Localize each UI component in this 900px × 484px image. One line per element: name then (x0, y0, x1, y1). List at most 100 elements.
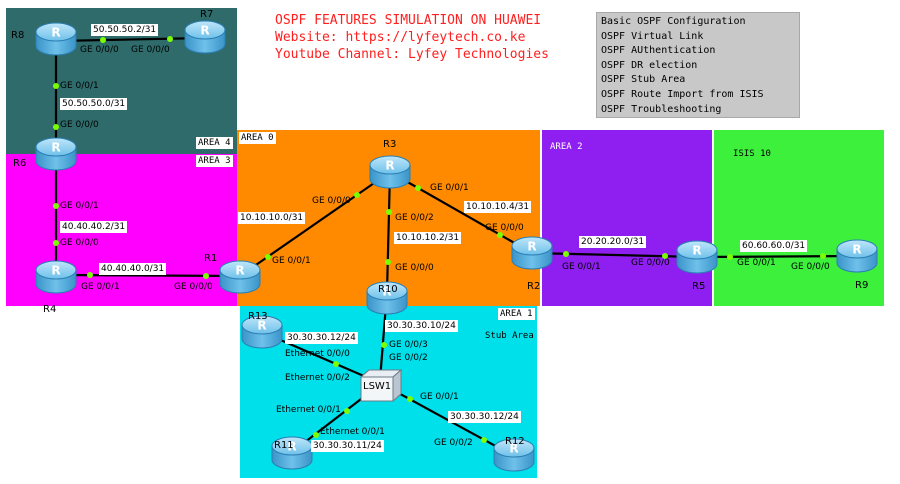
port-sw-r13: Ethernet 0/0/2 (285, 373, 350, 383)
ip-r4-r1: 40.40.40.0/31 (99, 263, 167, 275)
port-dot (53, 83, 59, 89)
link-r3-r2 (389, 171, 533, 254)
port-r3-r1: GE 0/0/0 (312, 196, 351, 206)
port-dots (53, 36, 826, 443)
name-r11: R11 (274, 440, 294, 451)
router-r9[interactable] (834, 236, 880, 280)
feature-item: Basic OSPF Configuration (601, 16, 746, 27)
port-dot (333, 361, 339, 367)
port-r1-r4: GE 0/0/0 (174, 282, 213, 292)
port-r4-r1: GE 0/0/1 (81, 282, 120, 292)
router-r2[interactable] (509, 233, 555, 277)
feature-item: OSPF AUthentication (601, 45, 716, 57)
port-r6-up: GE 0/0/0 (60, 120, 99, 130)
port-r10-sw: GE 0/0/3 (389, 340, 428, 350)
feature-item: OSPF Troubleshooting (601, 103, 722, 115)
area0-label: AREA 0 (239, 132, 276, 144)
port-dot (481, 437, 487, 443)
port-r5-r2: GE 0/0/0 (631, 258, 670, 268)
port-dot (313, 432, 319, 438)
port-dot (87, 272, 93, 278)
port-dot (381, 342, 387, 348)
title-youtube: Youtube Channel: Lyfey Technologies (275, 47, 549, 62)
link-r1-r3 (239, 171, 391, 277)
port-dot (53, 203, 59, 209)
name-r4: R4 (43, 304, 57, 315)
port-r3-r10: GE 0/0/2 (395, 213, 434, 223)
port-r9-r5: GE 0/0/0 (791, 262, 830, 272)
port-dot (203, 273, 209, 279)
ip-r7: 50.50.50.2/31 (91, 24, 159, 36)
port-dot (354, 192, 360, 198)
title-main: OSPF FEATURES SIMULATION ON HUAWEI (275, 13, 542, 28)
port-r8-r7: GE 0/0/0 (80, 45, 119, 55)
link-r12-lsw1 (379, 382, 513, 456)
area3-label: AREA 3 (196, 155, 233, 167)
router-icon (511, 236, 553, 270)
port-dot (385, 259, 391, 265)
port-dot (53, 124, 59, 130)
port-r3-r2: GE 0/0/1 (430, 183, 469, 193)
router-icon (35, 260, 77, 294)
router-icon (271, 436, 313, 470)
port-dot (386, 209, 392, 215)
ip-r11: 30.30.30.11/24 (311, 440, 384, 452)
area2-zone (542, 130, 712, 306)
port-dot (167, 36, 173, 42)
router-r4[interactable] (33, 257, 79, 301)
port-dot (53, 240, 59, 246)
feature-item: OSPF Virtual Link (601, 30, 704, 42)
port-r10-r3: GE 0/0/0 (395, 263, 434, 273)
link-r8-r7 (55, 36, 206, 43)
name-r9: R9 (855, 280, 869, 291)
port-dot (100, 37, 106, 43)
router-r1[interactable] (217, 257, 263, 301)
ip-r2-r5: 20.20.20.0/31 (579, 236, 647, 248)
port-r2-r5: GE 0/0/1 (562, 262, 601, 272)
port-sw-r10: GE 0/0/2 (389, 353, 428, 363)
router-icon (676, 240, 718, 274)
router-icon (35, 22, 77, 56)
name-r12: R12 (505, 436, 525, 447)
router-r3[interactable] (367, 152, 413, 196)
area4-label: AREA 4 (196, 137, 233, 149)
port-r8-down: GE 0/0/1 (60, 81, 99, 91)
port-r13-sw: Ethernet 0/0/0 (285, 349, 350, 359)
port-r5-r9: GE 0/0/1 (737, 258, 776, 268)
link-r4-r1 (55, 273, 241, 278)
ip-r1-r3: 10.10.10.0/31 (238, 212, 306, 224)
router-icon (219, 260, 261, 294)
isis-label: ISIS 10 (733, 149, 771, 159)
switch-name: LSW1 (363, 381, 392, 392)
name-r8: R8 (11, 30, 25, 41)
port-dot (415, 185, 421, 191)
router-r8[interactable] (33, 19, 79, 63)
link-r5-r9 (696, 254, 858, 259)
feature-item: OSPF DR election (601, 59, 698, 71)
name-r2: R2 (527, 281, 541, 292)
port-r1-r3: GE 0/0/1 (272, 256, 311, 266)
switch-lsw1[interactable]: LSW1 (357, 368, 403, 408)
router-r5[interactable] (674, 237, 720, 281)
switch-icon (359, 368, 403, 403)
router-r6[interactable] (33, 134, 79, 178)
port-dot (820, 253, 826, 259)
ip-r3-r2: 10.10.10.4/31 (464, 201, 532, 213)
port-r6-down: GE 0/0/1 (60, 201, 99, 211)
name-r1: R1 (204, 253, 218, 264)
router-r7[interactable] (182, 17, 228, 61)
link-r2-r5 (531, 251, 698, 259)
port-r11-sw: Ethernet 0/0/1 (320, 427, 385, 437)
ip-r4: 40.40.40.2/31 (60, 221, 128, 233)
features-list: Basic OSPF Configuration OSPF Virtual Li… (596, 12, 800, 118)
router-icon (369, 155, 411, 189)
ip-r10: 30.30.30.10/24 (385, 320, 458, 332)
stub-area-label: Stub Area (485, 331, 534, 341)
name-r10: R10 (378, 284, 398, 295)
feature-item: OSPF Stub Area (601, 74, 686, 86)
link-r3-r10 (385, 171, 392, 293)
ip-r8-r6: 50.50.50.0/31 (60, 98, 128, 110)
router-icon (184, 20, 226, 54)
port-dot (344, 408, 350, 414)
port-dot (563, 251, 569, 257)
